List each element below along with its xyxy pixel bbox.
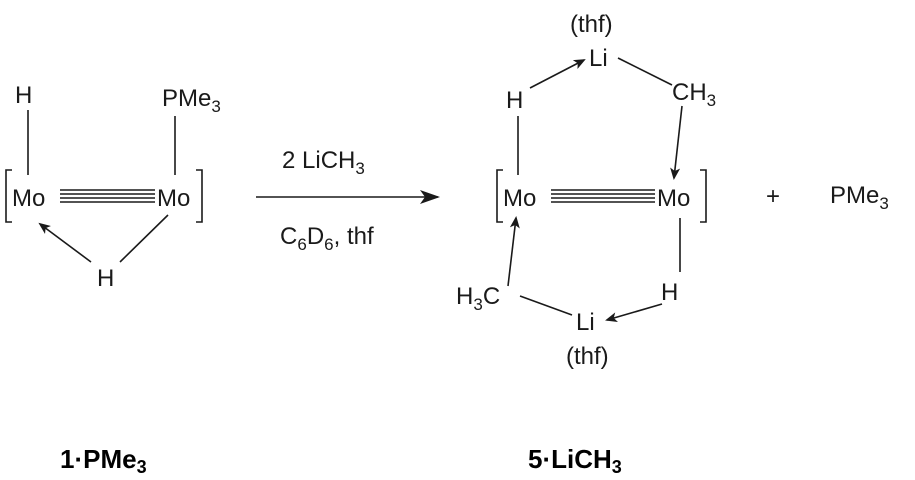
reactant-h-top: H (15, 82, 32, 109)
arrow-h-to-li-bottom (605, 303, 663, 323)
product-h-left: H (506, 87, 523, 114)
product-h-right: H (661, 279, 678, 306)
bond-h-mo-right (119, 214, 169, 263)
product-li-top: Li (589, 45, 608, 72)
reactant-mo-mo-quadruple-bond (60, 189, 155, 203)
product-li-bottom: Li (576, 309, 595, 336)
reagent-text: 2 LiCH3 (282, 147, 365, 178)
solvent-text: C6D6, thf (280, 223, 374, 254)
product-mo-right: Mo (657, 185, 690, 212)
reactant-h-bridge: H (97, 265, 114, 292)
arrow-h-to-li-top (529, 59, 586, 89)
reactant-structure: H PMe3 Mo Mo H 1·PMe3 (5, 82, 221, 477)
plus-sign: + (766, 183, 780, 210)
byproduct-pme3: PMe3 (830, 182, 889, 213)
arrow-ch3-to-mo-right (670, 105, 683, 180)
product-structure: (thf) Li CH3 H Mo Mo H H3C Li (thf) 5·Li… (456, 11, 716, 477)
product-label: 5·LiCH3 (528, 444, 622, 477)
product-bracket-left (496, 169, 503, 223)
product-thf-bottom: (thf) (566, 343, 609, 370)
reactant-phosphine: PMe3 (162, 85, 221, 116)
bond-li-ch3-top (617, 57, 673, 86)
reactant-mo-right: Mo (157, 185, 190, 212)
agostic-arrow-h-to-mo (38, 222, 92, 263)
product-ch3-top: CH3 (672, 79, 716, 110)
bond-h3c-li-bottom (519, 295, 573, 316)
reaction-arrow-group: 2 LiCH3 C6D6, thf (256, 147, 440, 254)
reactant-mo-left: Mo (12, 185, 45, 212)
product-h3c: H3C (456, 283, 500, 314)
reactant-bracket-right (196, 169, 203, 223)
reactant-label: 1·PMe3 (60, 444, 147, 477)
product-bracket-right (700, 169, 707, 223)
product-thf-top: (thf) (570, 11, 613, 38)
product-mo-left: Mo (503, 185, 536, 212)
product-mo-mo-quadruple-bond (551, 189, 655, 203)
arrow-h3c-to-mo-left (507, 216, 520, 287)
reactant-bracket-left (5, 169, 12, 223)
